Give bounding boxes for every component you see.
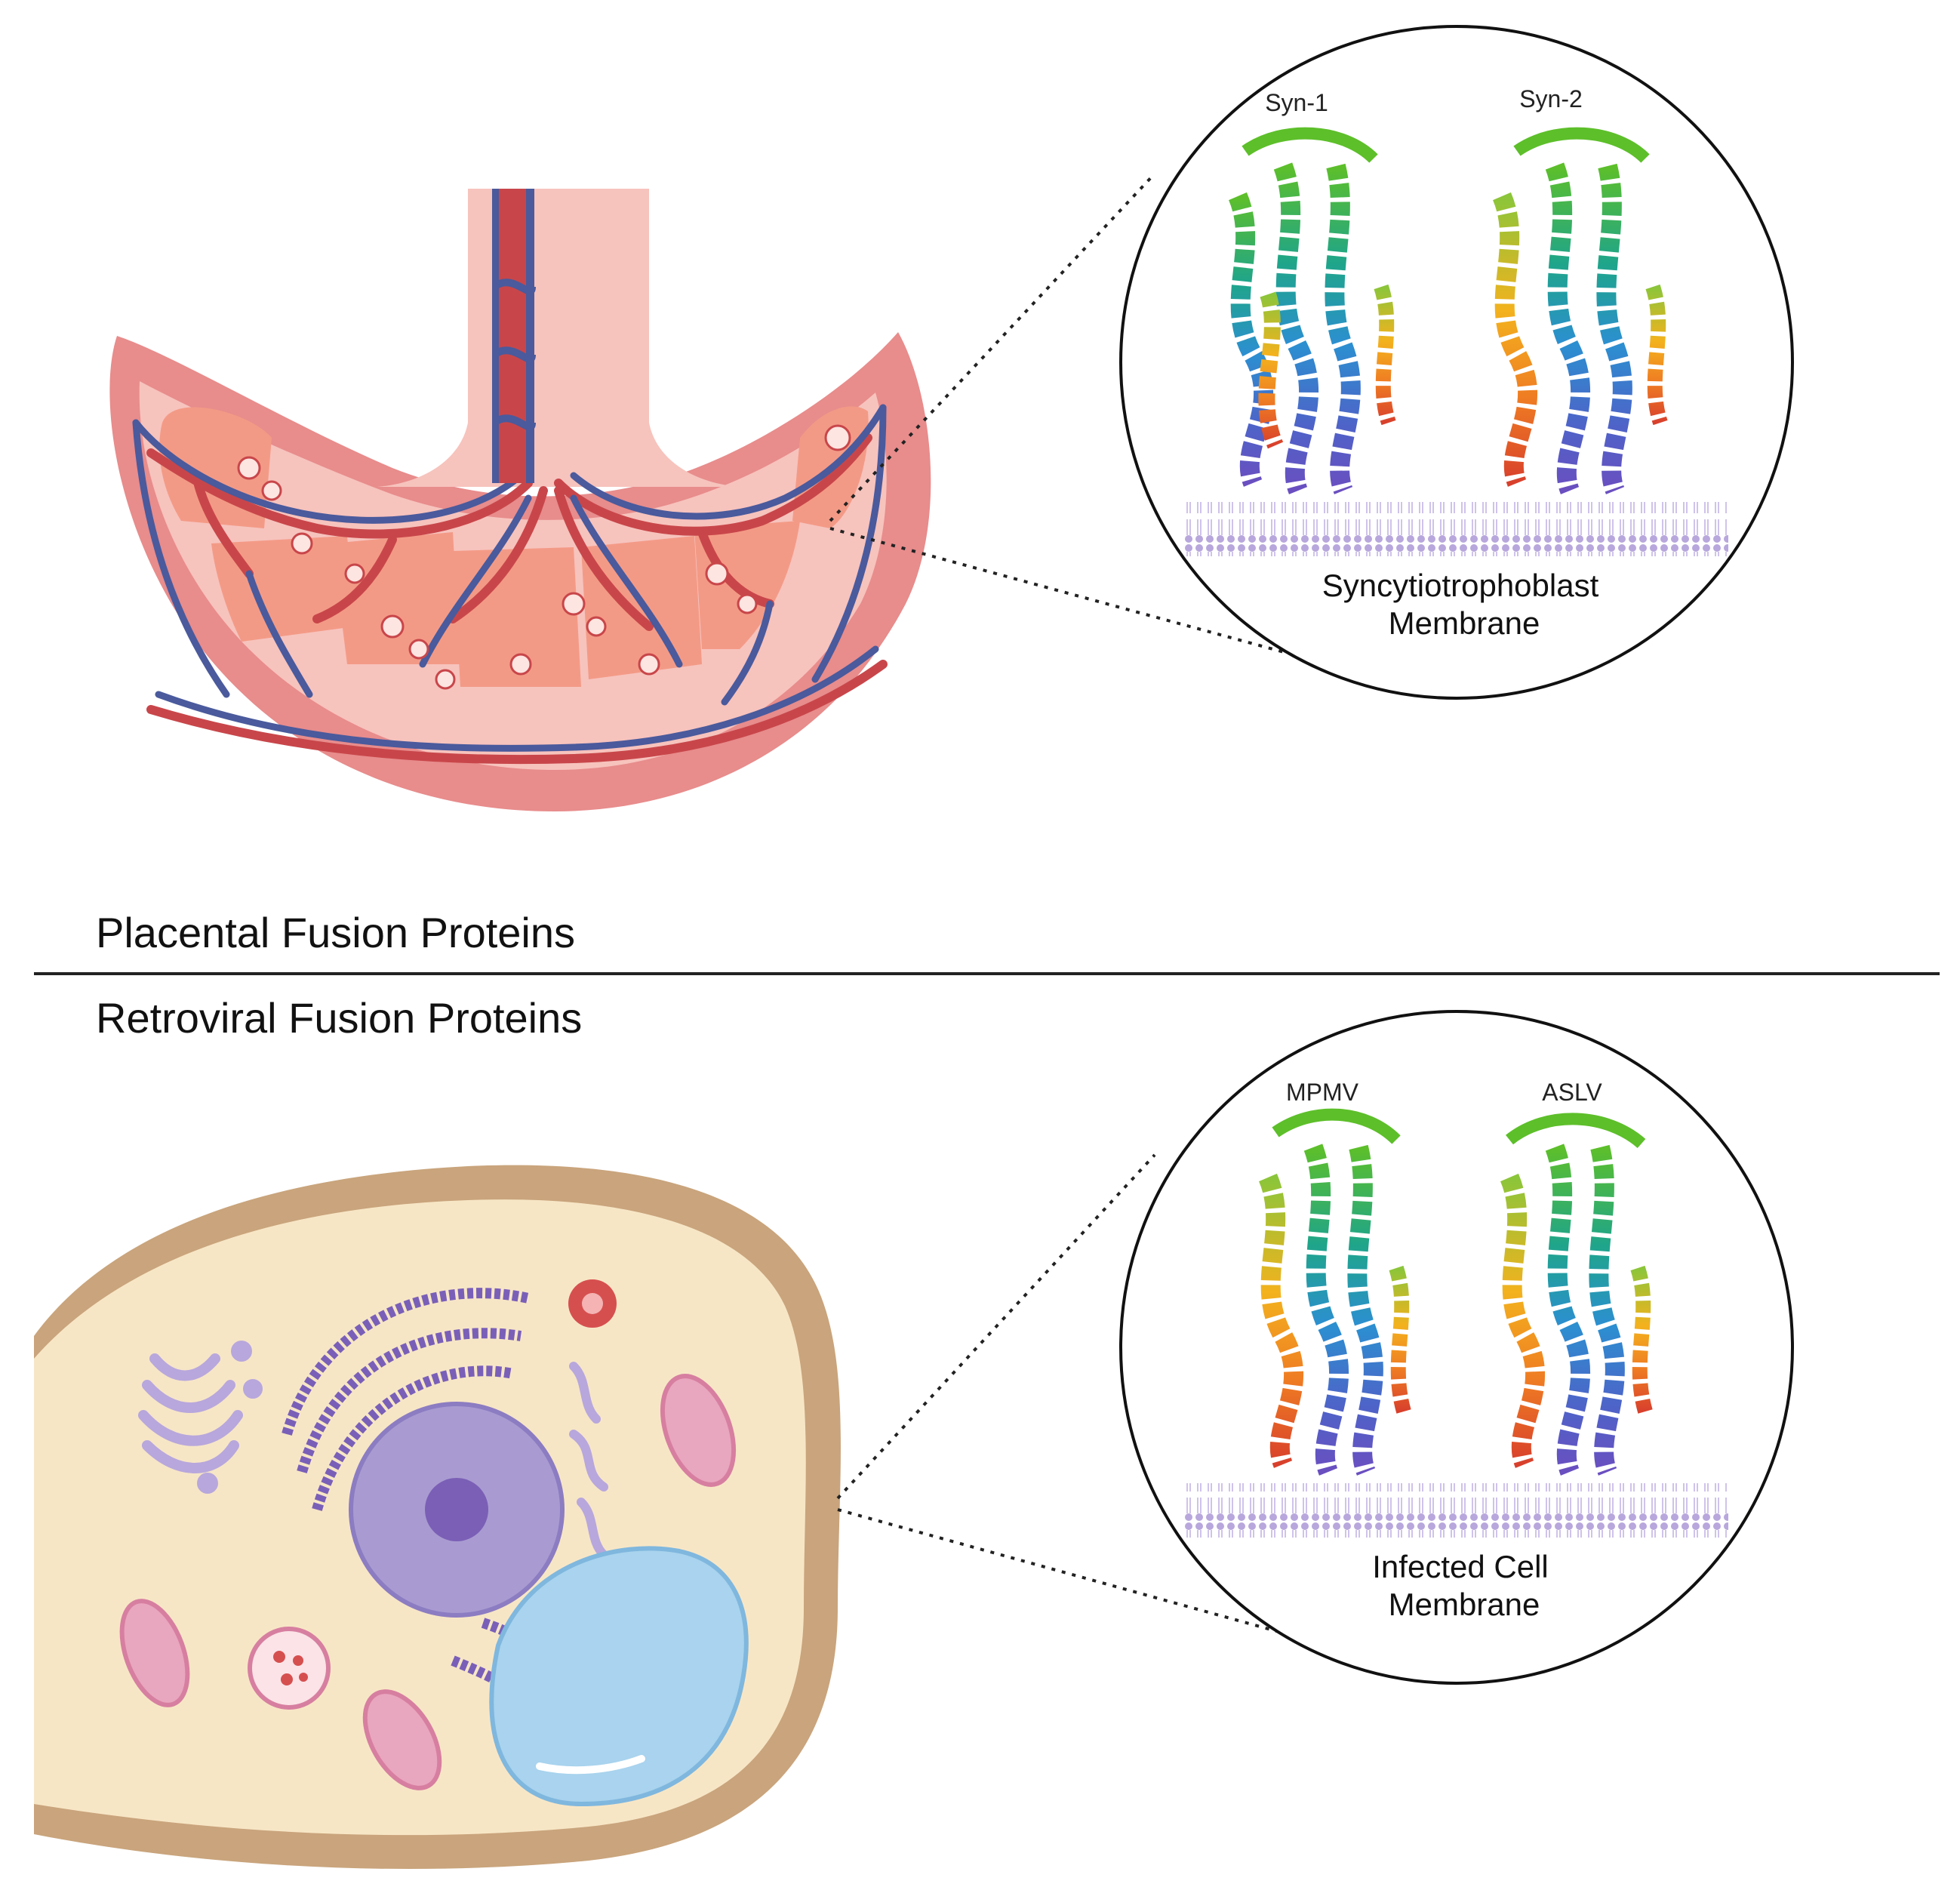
placenta-illustration [109, 189, 931, 811]
cord-base [377, 189, 740, 487]
vesicle [248, 1627, 331, 1710]
zoom-guide-line-lower [829, 527, 1329, 666]
section-title-retroviral: Retroviral Fusion Proteins [96, 994, 582, 1042]
protein-structure-syn-1 [1228, 127, 1396, 494]
cell-illustration [34, 1165, 841, 1870]
nucleolus [425, 1478, 488, 1541]
section-title-placental: Placental Fusion Proteins [96, 909, 575, 956]
mitochondria [119, 1374, 737, 1790]
membrane-label-syncytiotrophoblast: Syncytiotrophoblast [1322, 568, 1599, 603]
smooth-endoplasmic-reticulum [569, 1362, 608, 1559]
protein-label-mpmv: MPMV [1286, 1079, 1359, 1106]
zoom-guide-line-upper-retro [836, 1153, 1156, 1500]
membrane-label-infected-cell: Infected Cell [1372, 1549, 1548, 1584]
protein-label-aslv: ASLV [1542, 1079, 1602, 1106]
vesicle-contents [273, 1651, 308, 1685]
vacuole [489, 1546, 749, 1807]
protein-label-syn-1: Syn-1 [1265, 89, 1328, 116]
zoom-guide-line-lower-retro [837, 1508, 1329, 1647]
placental-arteries [146, 433, 888, 765]
placental-zoom-callout: Syn-1 Syn-2 Syncytiotrophoblast Membrane [829, 25, 1794, 700]
placental-villi [237, 424, 851, 690]
protein-structure-mpmv [1258, 1108, 1411, 1476]
membrane-label-retroviral-membrane: Membrane [1389, 1587, 1540, 1622]
vacuole-highlight [536, 1755, 645, 1775]
protein-structure-syn-2 [1492, 127, 1668, 494]
infected-cell-membrane-bilayer [1185, 1483, 1728, 1538]
membrane-label-placental-membrane: Membrane [1389, 605, 1540, 641]
lysosome-core [582, 1293, 603, 1314]
retroviral-zoom-callout: MPMV ASLV Infected Cell Membrane [836, 1010, 1794, 1685]
umbilical-cord [491, 189, 536, 483]
protein-label-syn-2: Syn-2 [1519, 85, 1583, 112]
golgi-apparatus [138, 1341, 263, 1494]
placental-veins [132, 404, 887, 752]
protein-structure-aslv [1500, 1113, 1653, 1476]
syncytiotrophoblast-membrane-bilayer [1185, 502, 1728, 556]
